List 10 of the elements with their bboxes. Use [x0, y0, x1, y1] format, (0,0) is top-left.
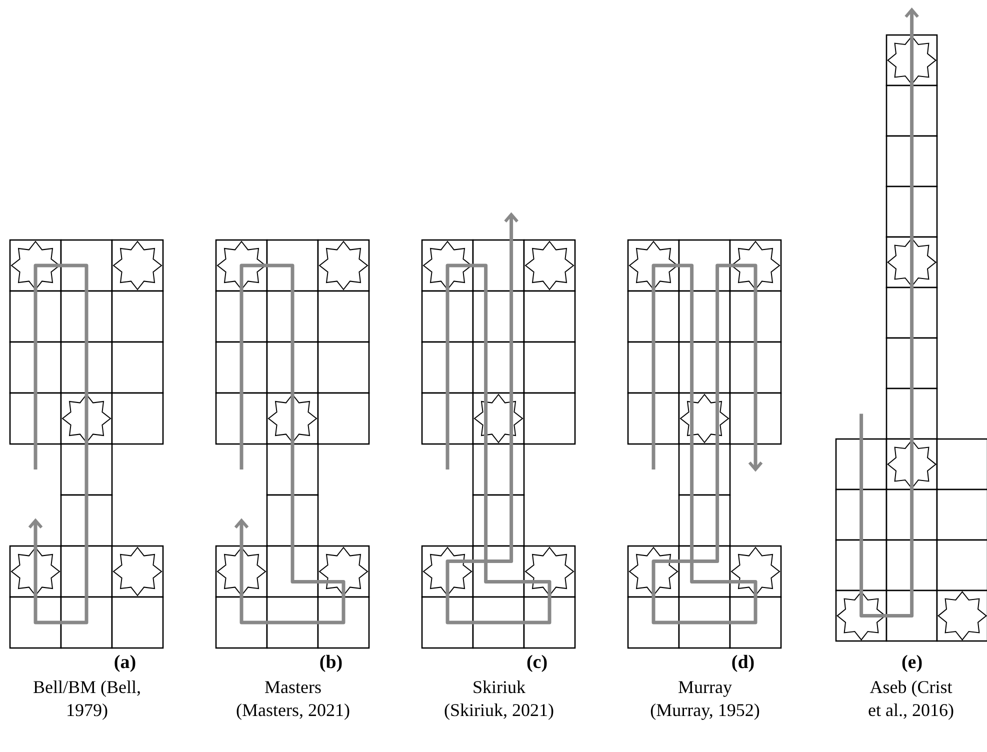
panel-letter: (d) — [731, 652, 755, 674]
panel-letter: (e) — [901, 652, 923, 674]
panel-letter: (a) — [114, 652, 136, 674]
panel-letter: (b) — [319, 652, 343, 674]
panel-caption: Aseb (Crist et al., 2016) — [867, 676, 955, 722]
panel-caption: Skiriuk (Skiriuk, 2021) — [443, 676, 555, 722]
panel-caption: Bell/BM (Bell, 1979) — [32, 676, 142, 722]
panel-letter: (c) — [526, 652, 548, 674]
panel-caption: Murray (Murray, 1952) — [649, 676, 761, 722]
panel-caption: Masters (Masters, 2021) — [235, 676, 351, 722]
